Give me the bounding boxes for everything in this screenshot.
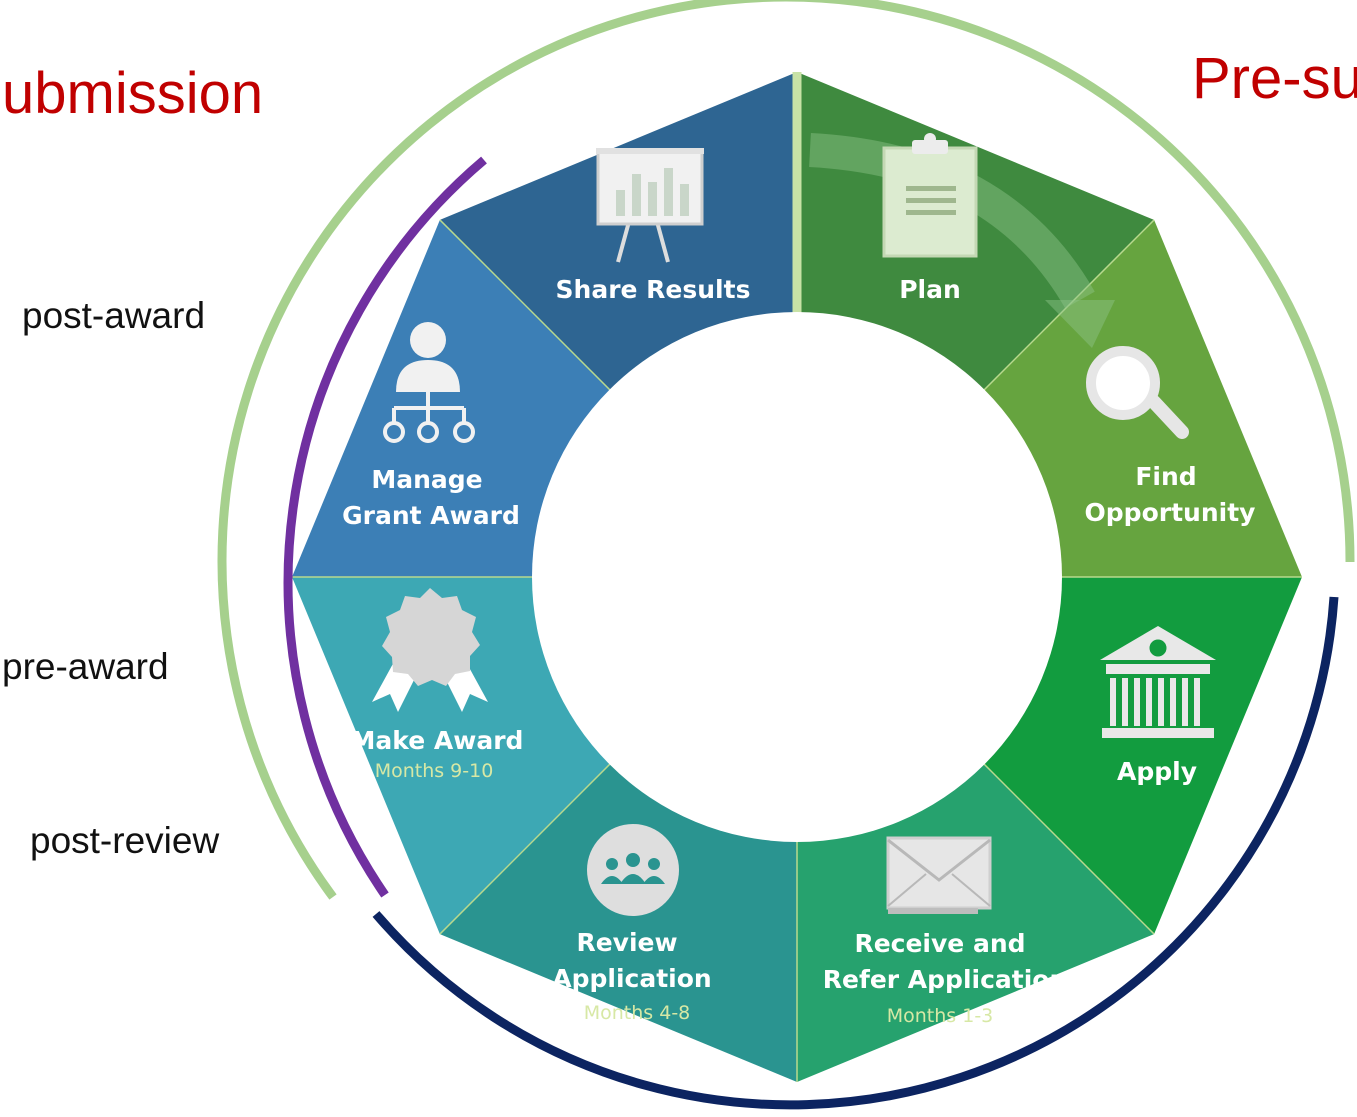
post-award-label: post-award: [22, 295, 206, 336]
make-award-label: Make Award: [351, 726, 524, 755]
apply-label: Apply: [1117, 757, 1197, 786]
flow-arrow-head-icon: [1045, 300, 1115, 348]
submission-phase-arc: [217, 0, 1355, 900]
clipboard-icon: [882, 133, 978, 258]
receive-refer-label-line2: Refer Application: [823, 965, 1068, 994]
review-months: Months 4-8: [584, 1002, 691, 1024]
presentation-easel-icon: [596, 148, 704, 263]
find-opportunity-label-line2: Opportunity: [1085, 498, 1256, 527]
pre-award-label: pre-award: [2, 646, 169, 687]
review-label-line1: Review: [576, 928, 677, 957]
find-opportunity-label-line1: Find: [1135, 462, 1196, 491]
group-people-icon: [587, 824, 679, 916]
receive-refer-label-line1: Receive and: [854, 929, 1025, 958]
bank-building-icon: [1100, 626, 1216, 738]
wheel-center-hole: [532, 312, 1062, 842]
plan-label: Plan: [899, 275, 961, 304]
manage-label-line1: Manage: [371, 465, 482, 494]
post-submission-title: ubmission: [2, 61, 264, 126]
review-label-line2: Application: [552, 964, 711, 993]
org-hierarchy-icon: [383, 322, 475, 443]
award-ribbon-icon: [372, 588, 488, 712]
magnifier-icon: [1086, 346, 1189, 439]
receive-refer-months: Months 1-3: [887, 1005, 994, 1027]
review-bracket-arc: [372, 596, 1339, 1110]
pre-submission-title: Pre-su: [1192, 46, 1357, 111]
post-award-bracket-arc: [283, 156, 487, 898]
share-results-label: Share Results: [556, 275, 751, 304]
post-review-label: post-review: [30, 820, 220, 861]
manage-label-line2: Grant Award: [342, 501, 520, 530]
make-award-months: Months 9-10: [375, 760, 494, 782]
envelope-icon: [886, 836, 992, 914]
